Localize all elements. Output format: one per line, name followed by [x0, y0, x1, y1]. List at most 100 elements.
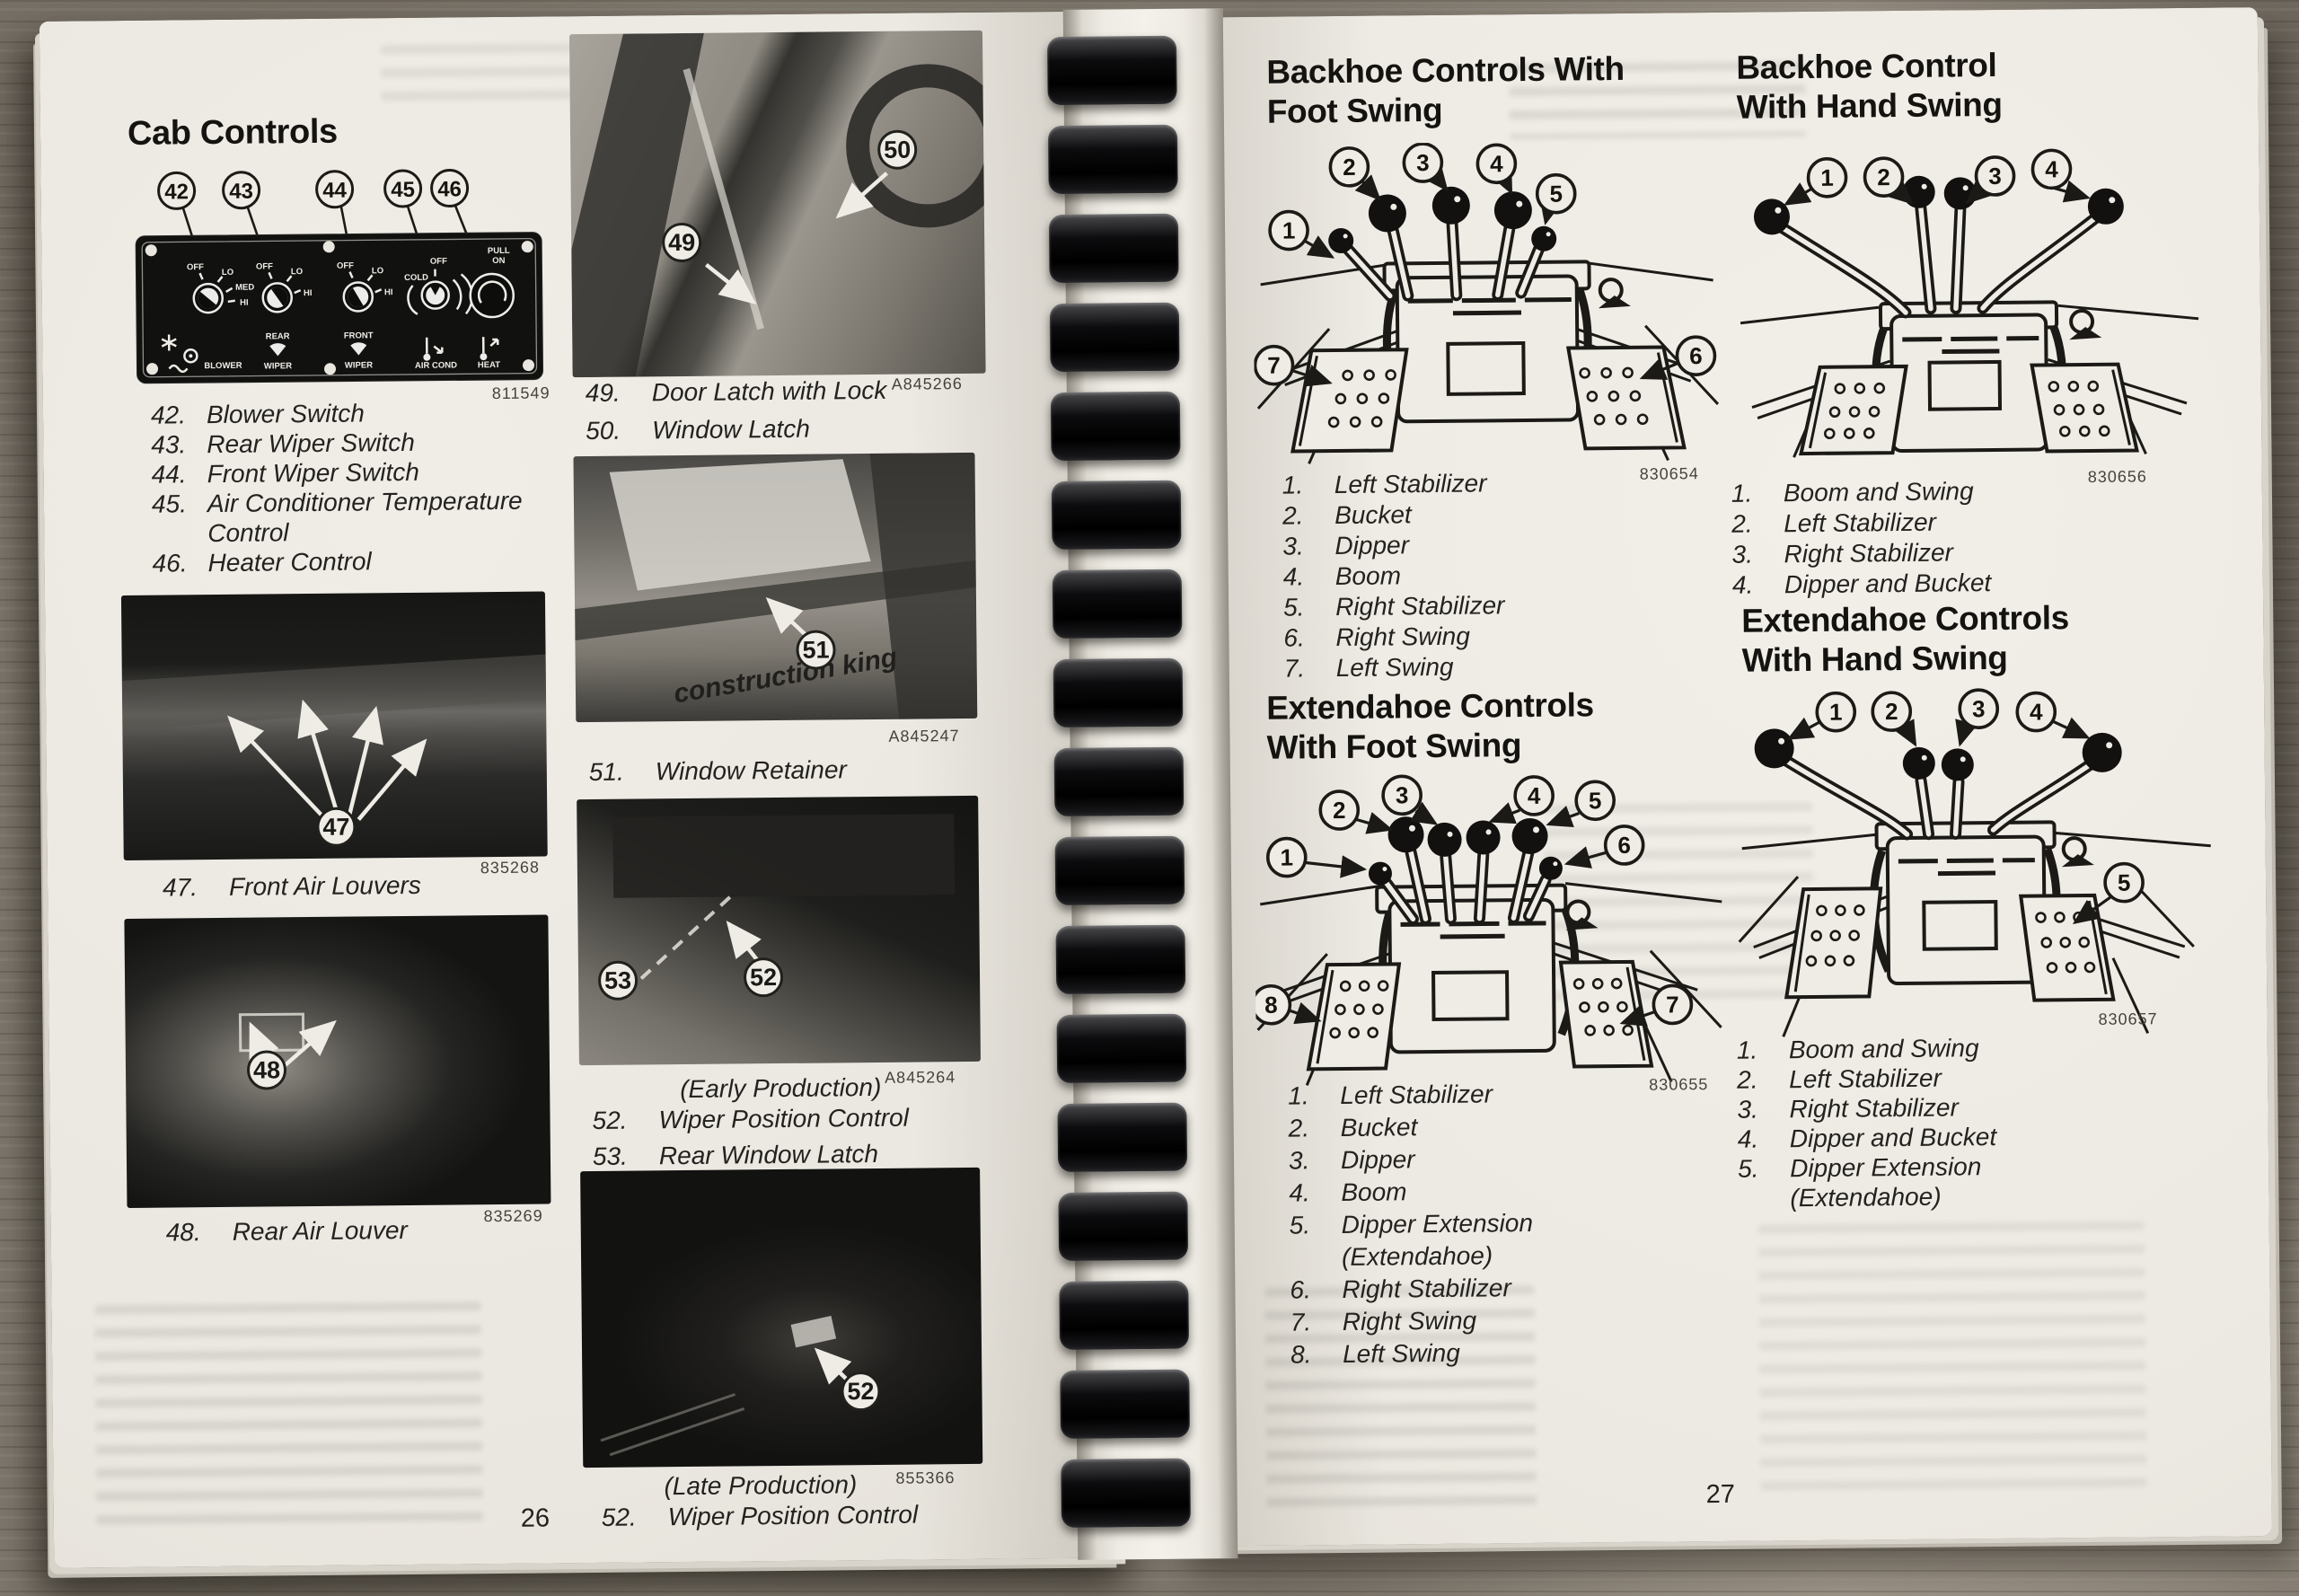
switch-panel-plate — [135, 232, 544, 384]
open-book: Cab Controls OFF LO MED — [34, 0, 2274, 1568]
diagram-callout-1: 1 — [1829, 699, 1843, 726]
svg-text:HI: HI — [304, 288, 313, 298]
list-item: 3.Right Stabilizer — [1737, 1093, 1959, 1124]
spiral-binding-loop — [1053, 746, 1185, 817]
svg-text:OFF: OFF — [337, 261, 354, 271]
list-item: 2.Bucket — [1288, 1113, 1418, 1142]
svg-text:LO: LO — [372, 266, 383, 276]
diagram-callout-5: 5 — [1549, 181, 1563, 207]
bleed-through-smudge — [94, 1301, 483, 1535]
heat-label: HEAT — [478, 360, 500, 370]
panel-callouts: 42 43 44 45 46 — [157, 168, 470, 210]
diagram-callout-2: 2 — [1333, 797, 1346, 824]
svg-text:FRONT: FRONT — [344, 331, 374, 340]
callout-46: 46 — [437, 177, 462, 201]
diagram-callout-8: 8 — [1264, 992, 1278, 1018]
diagram-callout-5: 5 — [2118, 869, 2131, 896]
list-item: 2.Bucket — [1282, 500, 1412, 530]
callout-43: 43 — [229, 180, 253, 204]
svg-text:PULL: PULL — [488, 246, 510, 256]
spiral-binding-loop — [1049, 302, 1180, 373]
right-page: Backhoe Controls With Foot Swing — [1149, 7, 2273, 1547]
diagram-callout-3: 3 — [1988, 163, 2002, 190]
section-title: Extendahoe Controls With Foot Swing — [1265, 686, 1594, 766]
callout-50: 50 — [876, 129, 918, 170]
section-title: Backhoe Control With Hand Swing — [1736, 46, 2003, 126]
svg-text:OFF: OFF — [430, 257, 447, 267]
svg-text:REAR: REAR — [266, 331, 290, 341]
diagram-callout-3: 3 — [1972, 695, 1986, 722]
list-item: 7.Left Swing — [1283, 652, 1454, 683]
spiral-binding-loop — [1058, 1191, 1189, 1262]
spiral-binding-loop — [1050, 391, 1181, 462]
diagram-callout-7: 7 — [1267, 352, 1281, 379]
rear-wiper-knob: OFF LO HI — [256, 261, 313, 313]
list-item: 4.Dipper and Bucket — [1737, 1123, 1997, 1153]
list-item: 1.Boom and Swing — [1731, 477, 1974, 507]
callout-47: 47 — [316, 807, 357, 847]
heater-pull-knob: PULL ON — [469, 246, 515, 319]
spiral-binding-loop — [1061, 1458, 1191, 1529]
figure-id: 855366 — [895, 1468, 956, 1487]
spiral-binding-loop — [1059, 1280, 1190, 1351]
list-item: 46.Heater Control — [152, 547, 372, 578]
list-item: 44.Front Wiper Switch — [151, 457, 420, 489]
figure-id: 830656 — [2087, 467, 2147, 487]
svg-text:COLD: COLD — [404, 273, 428, 283]
spiral-binding-loop — [1057, 1102, 1188, 1173]
diagram-callout-6: 6 — [1617, 832, 1631, 859]
left-page: Cab Controls OFF LO MED — [39, 11, 1136, 1568]
page-number-right: 27 — [1705, 1479, 1736, 1510]
diagram-callout-3: 3 — [1416, 149, 1430, 176]
air-cond-icon — [423, 337, 444, 361]
page-number-left: 26 — [520, 1503, 551, 1533]
caption: 52.Wiper Position Control — [592, 1103, 910, 1135]
svg-text:WIPER: WIPER — [345, 360, 373, 370]
diagram-callout-1: 1 — [1820, 164, 1834, 191]
figure-id: A845247 — [888, 727, 960, 745]
spiral-binding-loop — [1056, 1013, 1187, 1084]
blower-icon — [161, 334, 198, 374]
list-item: 2.Left Stabilizer — [1731, 507, 1937, 538]
svg-text:HI: HI — [240, 298, 249, 308]
figure-id: A845264 — [885, 1068, 956, 1087]
spiral-binding-loop — [1048, 213, 1179, 284]
callout-53: 53 — [597, 960, 639, 1001]
list-item: 5.Dipper Extension — [1737, 1152, 1982, 1183]
caption: 47.Front Air Louvers — [162, 870, 421, 902]
list-item: 1.Left Stabilizer — [1282, 469, 1487, 499]
svg-text:MED: MED — [235, 283, 254, 293]
svg-text:ON: ON — [492, 256, 505, 266]
caption: 51.Window Retainer — [588, 755, 847, 787]
rear-wiper-icon: REAR WIPER — [264, 331, 292, 371]
svg-text:LO: LO — [222, 268, 233, 278]
screw-hole — [145, 244, 157, 257]
svg-text:HI: HI — [384, 287, 393, 297]
figure-id: 835268 — [480, 858, 541, 877]
spiral-binding-loop — [1047, 35, 1177, 106]
diagram-callout-4: 4 — [1490, 150, 1503, 177]
diagram-callout-7: 7 — [1666, 991, 1679, 1018]
list-item-continuation: (Extendahoe) — [1341, 1241, 1493, 1272]
diagram-callout-2: 2 — [1885, 698, 1898, 725]
callout-51: 51 — [796, 630, 836, 670]
list-item: 6.Right Swing — [1283, 622, 1470, 652]
list-item-continuation: (Extendahoe) — [1790, 1182, 1942, 1212]
list-item: 3.Right Stabilizer — [1731, 538, 1954, 569]
photo-wiper-early: 53 52 — [577, 795, 981, 1066]
front-wiper-icon: FRONT WIPER — [344, 331, 374, 370]
svg-text:LO: LO — [291, 267, 303, 277]
callout-52: 52 — [743, 957, 784, 998]
front-wiper-knob: OFF LO HI — [337, 261, 393, 313]
heat-icon — [480, 337, 499, 361]
blower-knob: OFF LO MED HI — [187, 262, 254, 314]
caption: 50.Window Latch — [586, 414, 810, 445]
list-item: 4.Dipper and Bucket — [1731, 569, 1992, 599]
photo-door-latch: 49 50 — [568, 30, 986, 378]
diagram-callout-4: 4 — [2045, 155, 2058, 182]
list-item: 1.Boom and Swing — [1736, 1034, 1979, 1064]
list-item: 5.Right Stabilizer — [1282, 591, 1505, 622]
air-cond-label: AIR COND — [415, 360, 457, 370]
diagram-callout-3: 3 — [1396, 781, 1409, 808]
photo-wiper-late: 52 — [580, 1167, 983, 1468]
